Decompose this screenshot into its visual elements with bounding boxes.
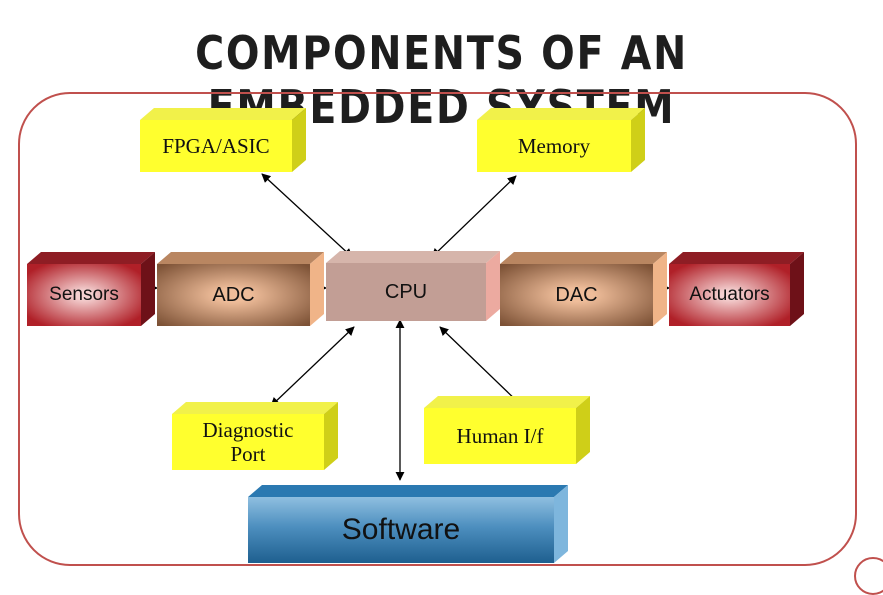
dac-block: DAC [500, 264, 653, 326]
actuators-block: Actuators [669, 264, 790, 326]
diagnostic-label-line1: Diagnostic [202, 417, 294, 442]
sensors-label: Sensors [49, 284, 119, 306]
fpga-asic-block: FPGA/ASIC [140, 120, 292, 172]
actuators-label: Actuators [689, 284, 770, 306]
cpu-block: CPU [326, 263, 486, 321]
memory-label: Memory [517, 133, 591, 158]
adc-block: ADC [157, 264, 310, 326]
sensors-block: Sensors [27, 264, 141, 326]
rounded-frame [18, 92, 857, 566]
human-interface-label: Human I/f [456, 423, 544, 448]
diagnostic-label-line2: Port [230, 442, 266, 466]
software-label: Software [341, 512, 461, 546]
arrow-fpga-cpu [261, 173, 353, 258]
arrow-memory-cpu [431, 175, 517, 258]
arrow-cpu-human [439, 326, 522, 406]
human-interface-block: Human I/f [424, 408, 576, 464]
cpu-label: CPU [384, 280, 428, 303]
diagnostic-port-block: Diagnostic Port [172, 414, 324, 470]
adc-label: ADC [212, 283, 255, 306]
software-block: Software [248, 497, 554, 563]
slide-title: COMPONENTS OF AN EMBEDDED SYSTEM [195, 26, 688, 134]
memory-block: Memory [477, 120, 631, 172]
arrow-cpu-diagnostic [270, 326, 355, 407]
dac-label: DAC [555, 283, 598, 306]
fpga-asic-label: FPGA/ASIC [162, 133, 270, 158]
